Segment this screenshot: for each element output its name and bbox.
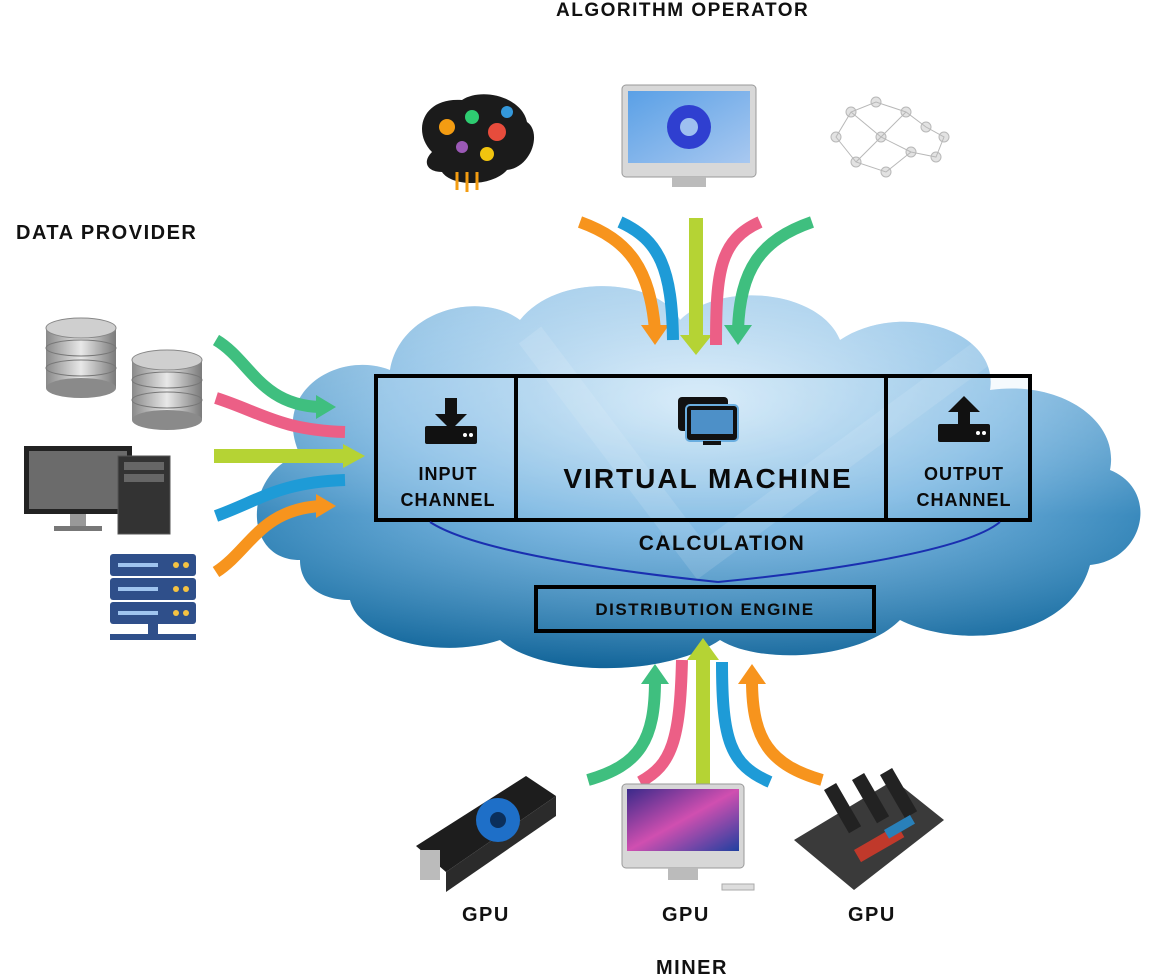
desktop-tower-icon [24,446,171,535]
output-channel-label: OUTPUT CHANNEL [886,461,1042,513]
upload-icon [938,396,990,442]
mining-rig-icon [794,768,944,890]
left-arrows [212,334,365,578]
miner-label: MINER [656,957,728,979]
gpu-label-2: GPU [662,904,710,926]
virtual-machine-label: VIRTUAL MACHINE [563,463,853,494]
monitor-gear-icon [621,84,757,187]
brain-circuit-icon [422,94,535,192]
calculation-label: CALCULATION [638,532,806,555]
virtual-machine-icon [678,397,739,445]
server-rack-icon [110,554,196,640]
output-channel-box [884,374,1032,522]
input-channel-label: INPUT CHANNEL [376,461,520,513]
neural-network-icon [830,96,950,178]
distribution-engine-label: DISTRIBUTION ENGINE [595,600,815,619]
database-icon [131,349,203,430]
imac-icon [621,783,755,891]
distribution-engine-box [534,585,876,633]
gpu-label-1: GPU [462,904,510,926]
output-channel-line1: OUTPUT [924,464,1004,484]
database-icon [45,317,117,398]
top-arrows [577,216,814,355]
gpu-label-3: GPU [848,904,896,926]
download-icon [425,398,477,444]
bottom-arrows [586,638,824,788]
input-channel-line2: CHANNEL [400,490,496,510]
gpu-card-icon [416,776,556,892]
data-provider-label: DATA PROVIDER [16,222,198,244]
output-channel-line2: CHANNEL [916,490,1012,510]
algorithm-operator-label: ALGORITHM OPERATOR [556,0,810,21]
input-channel-line1: INPUT [418,464,478,484]
cloud [256,286,1141,669]
